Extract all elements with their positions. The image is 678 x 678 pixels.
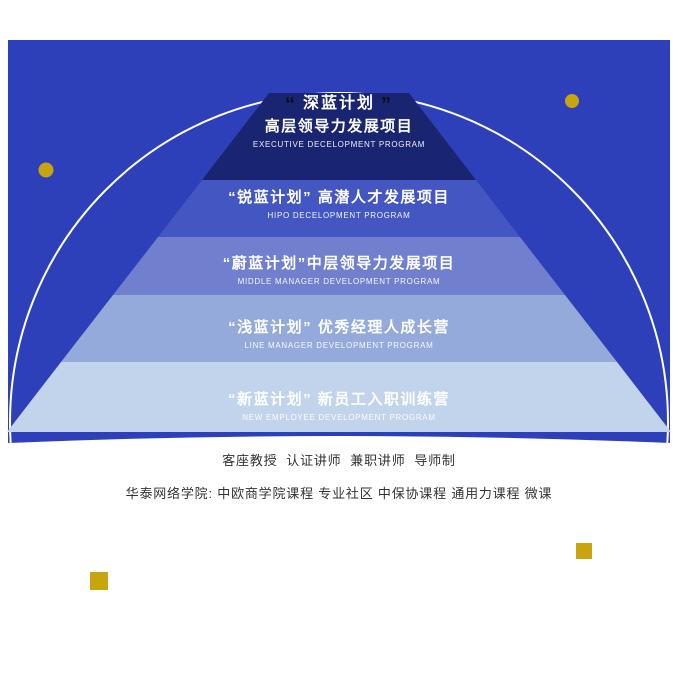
pyramid-tier-5 [7,362,671,432]
academy-line: 华泰网络学院: 中欧商学院课程 专业社区 中保协课程 通用力课程 微课 [125,486,553,501]
gold-square-right [576,543,592,559]
pyramid-tier-3 [113,237,565,295]
pyramid-tier-4 [61,295,617,362]
gold-square-left [90,572,108,590]
pyramid-tier-2 [158,180,520,237]
gold-dot-right [565,94,579,108]
pyramid-tier-1 [202,93,476,180]
faculty-line: 客座教授 认证讲师 兼职讲师 导师制 [222,453,456,468]
gold-dot-left [38,162,54,178]
